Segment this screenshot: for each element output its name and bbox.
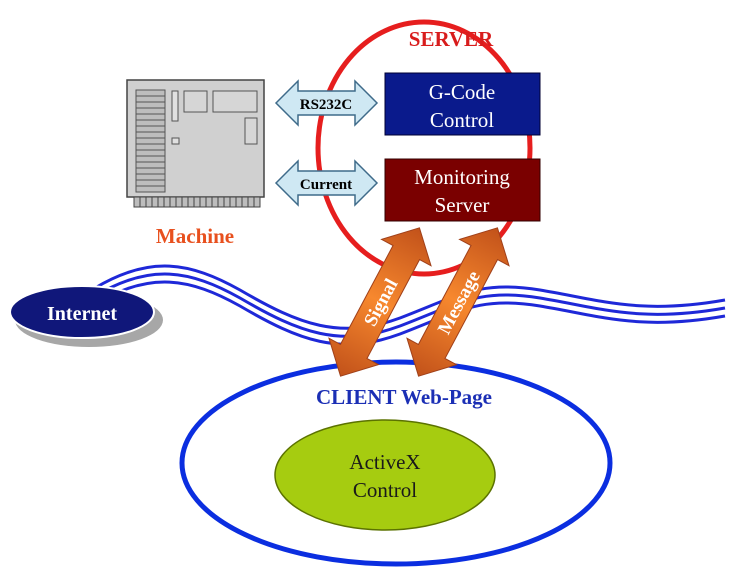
client-title: CLIENT Web-Page [316, 385, 492, 409]
server-title: SERVER [409, 27, 494, 51]
monitoring-line1: Monitoring [414, 165, 510, 189]
current-link-arrow: Current [274, 159, 379, 207]
activex-line2: Control [353, 478, 417, 502]
monitoring-line2: Server [435, 193, 490, 217]
internet-oval [9, 285, 155, 339]
gcode-control-box: G-Code Control [384, 72, 541, 136]
monitoring-server-box: Monitoring Server [384, 158, 541, 222]
machine-label: Machine [156, 224, 234, 248]
internet-label: Internet [47, 303, 117, 325]
internet-wave [94, 264, 726, 346]
rs232c-link-arrow: RS232C [274, 79, 379, 127]
gcode-line1: G-Code [429, 80, 496, 104]
activex-control: ActiveX Control [274, 419, 496, 531]
gcode-line2: Control [430, 108, 494, 132]
message-arrow: Message [406, 227, 510, 377]
client-ring [179, 359, 613, 567]
internet-node: Internet [9, 285, 163, 347]
activex-line1: ActiveX [349, 450, 420, 474]
machine-icon [126, 79, 265, 208]
rs232c-label: RS232C [300, 97, 353, 113]
server-ring [315, 19, 533, 277]
current-label: Current [300, 177, 352, 193]
